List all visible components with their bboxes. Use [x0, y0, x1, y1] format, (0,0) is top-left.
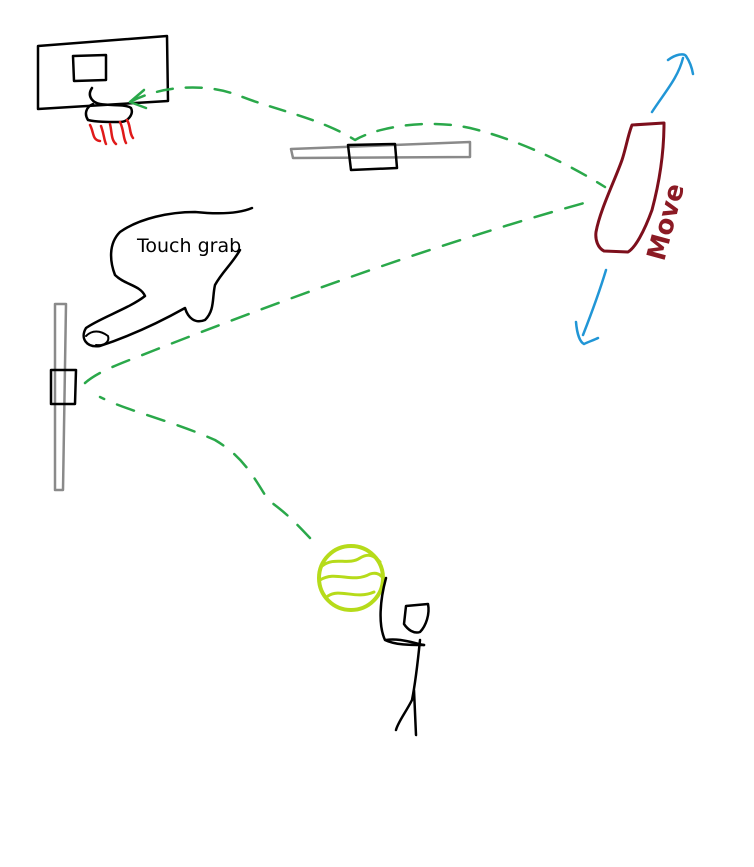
touch-grab-label: Touch grab [136, 235, 241, 257]
trajectory-arrowhead [128, 88, 148, 110]
hand-outline [82, 206, 254, 348]
hoop-net-heat [88, 118, 135, 146]
figure-arm-raised [384, 638, 426, 647]
hand-fingertip [85, 330, 110, 347]
trajectory-middle [83, 198, 597, 385]
backboard-square [71, 53, 108, 83]
figure-body [394, 638, 422, 737]
move-label: Move [642, 180, 691, 263]
basketball-hoop-icon [36, 34, 170, 146]
ball-icon [317, 544, 385, 612]
static-panel-vertical [49, 302, 78, 492]
moving-panel [594, 121, 666, 254]
panel-sensor [346, 142, 399, 172]
trajectory-bottom [98, 395, 312, 540]
hoop-rim [84, 86, 133, 124]
figure-head [402, 602, 430, 634]
backboard [36, 34, 170, 111]
panel-sensor-left [49, 368, 78, 406]
stick-figure-icon [379, 576, 430, 737]
move-arrow-up [650, 53, 695, 114]
static-panel-horizontal [289, 140, 472, 172]
figure-arm [379, 576, 426, 647]
move-arrow-down [574, 268, 608, 346]
hand-icon [82, 206, 254, 348]
trajectory-top [128, 86, 607, 189]
